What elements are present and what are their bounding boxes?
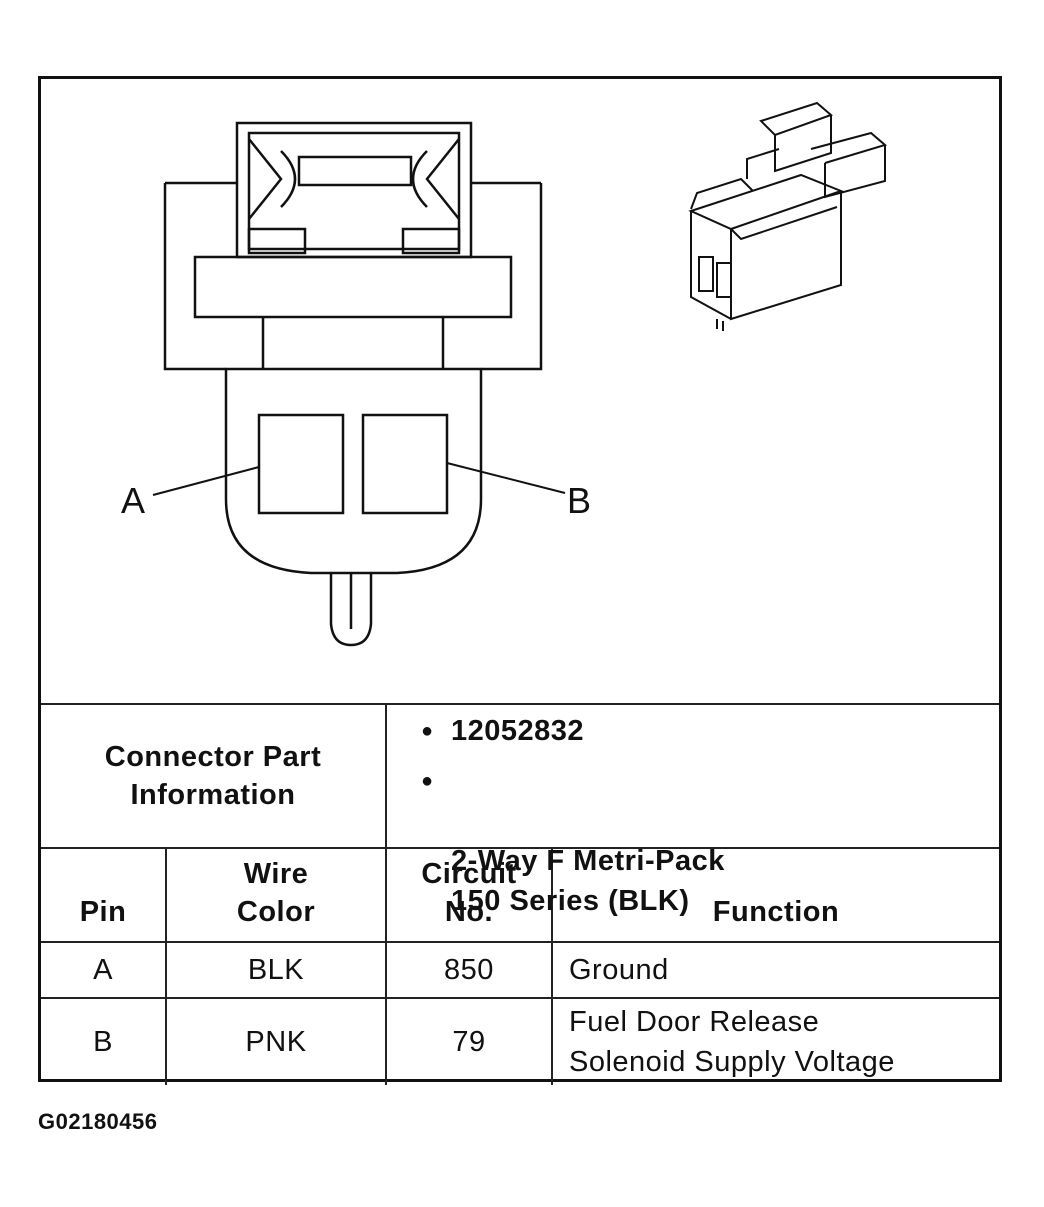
table-row-b-pin: B <box>93 1026 113 1058</box>
part-number: 12052832 <box>451 715 585 747</box>
cavity-a <box>257 413 345 515</box>
connector-description: 2-Way F Metri-Pack 150 Series (BLK) <box>451 845 725 917</box>
pin-label-a: A <box>121 480 145 521</box>
bullet-icon: ● <box>421 770 434 792</box>
cavity-b <box>361 413 449 515</box>
table-row-b-wire-color: PNK <box>245 1026 307 1058</box>
connector-info-list: ● 12052832 ● 2-Way F Metri-Pack 150 Seri… <box>421 711 725 921</box>
bullet-icon: ● <box>421 720 434 742</box>
connector-info-header: Connector Part Information <box>104 741 322 811</box>
table-row-a-wire-color: BLK <box>247 954 305 986</box>
connector-diagram: A B <box>121 101 888 647</box>
table-row-b-function: Fuel Door Release Solenoid Supply Voltag… <box>569 1006 895 1078</box>
figure-id: G02180456 <box>38 1109 158 1134</box>
diagram-frame: A B Connector Part Information ● 1205283… <box>38 76 1002 1085</box>
header-wire-color: Wire Color <box>236 858 316 928</box>
header-function: Function <box>712 896 840 928</box>
connector-3d-drawing <box>688 101 888 331</box>
header-circuit-no: Circuit No. <box>421 858 517 928</box>
connector-face-drawing <box>152 121 566 647</box>
table-row-a-pin: A <box>93 954 113 986</box>
table-row-a-function: Ground <box>569 954 669 986</box>
table-row-a-circuit: 850 <box>444 954 494 986</box>
connector-info-item: ● 12052832 <box>421 711 725 751</box>
connector-info-item: ● 2-Way F Metri-Pack 150 Series (BLK) <box>421 761 725 921</box>
table-row-b-circuit: 79 <box>452 1026 486 1058</box>
header-pin: Pin <box>79 896 127 928</box>
pin-label-b: B <box>567 480 591 521</box>
